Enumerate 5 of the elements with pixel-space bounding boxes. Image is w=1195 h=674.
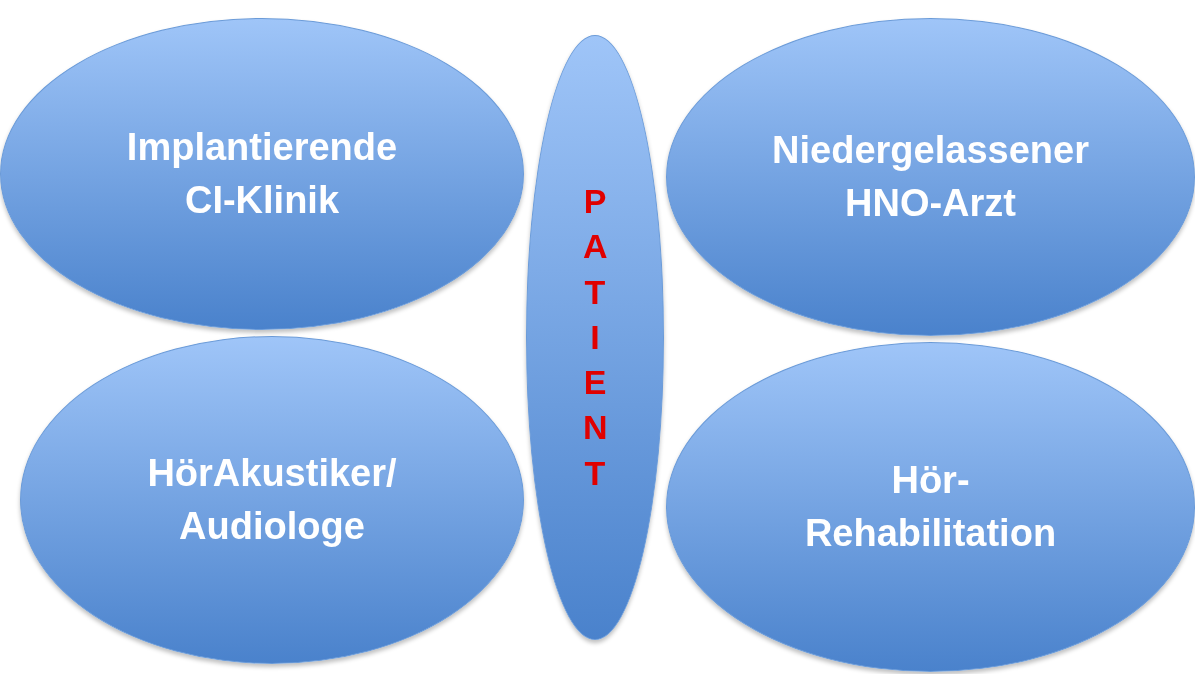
vertical-label: PATIENT xyxy=(583,181,607,494)
node-label: Niedergelassener HNO-Arzt xyxy=(771,127,1090,226)
node-label: Hör- Rehabilitation xyxy=(803,457,1058,556)
node-label: Implantierende CI-Klinik xyxy=(125,124,399,223)
node-label: HörAkustiker/ Audiologe xyxy=(146,450,398,549)
